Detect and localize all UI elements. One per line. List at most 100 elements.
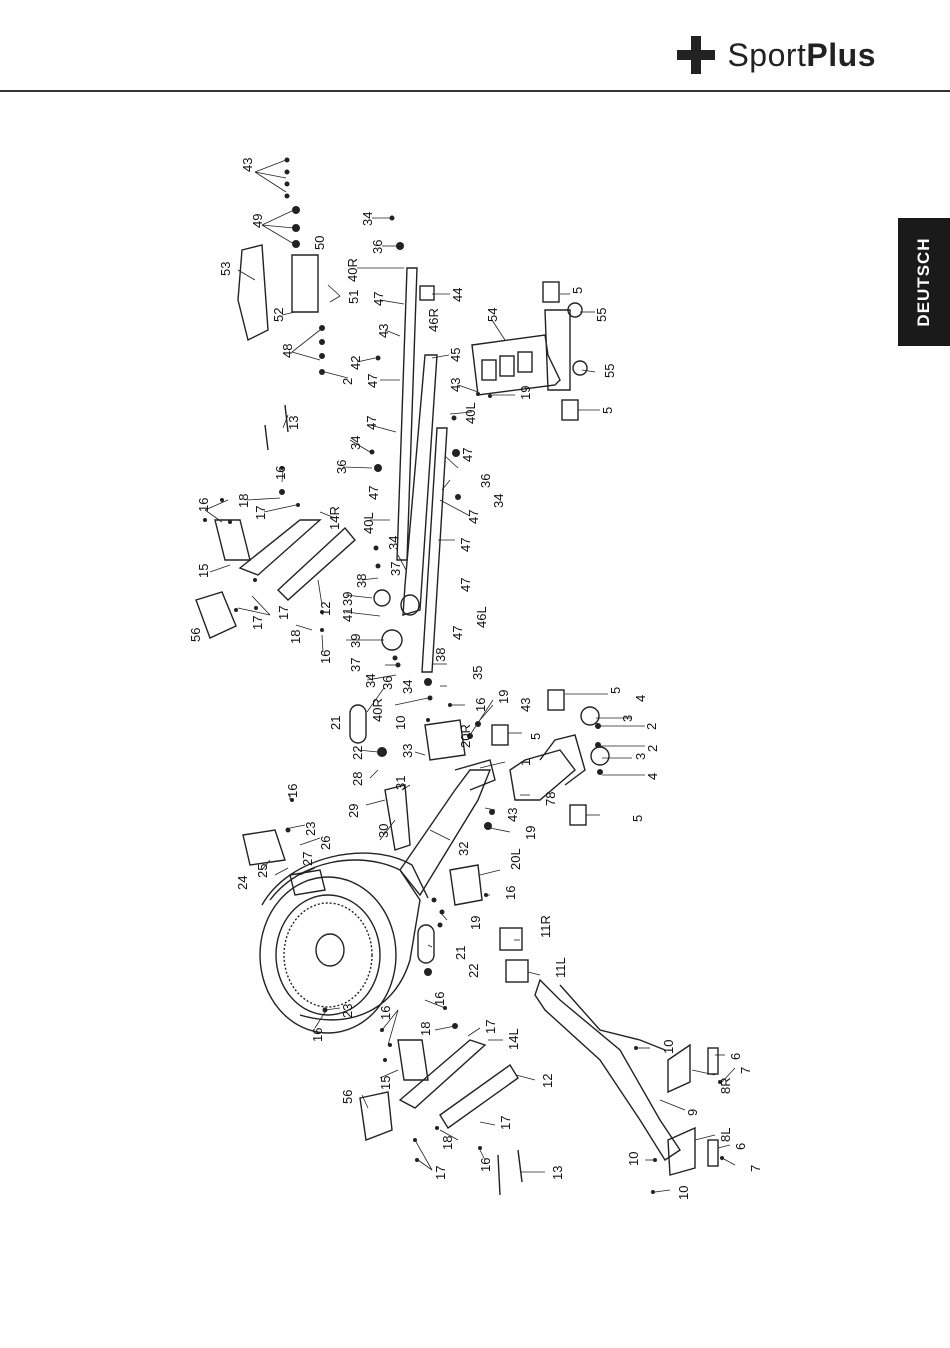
callout-label: 43: [505, 808, 520, 822]
callout-label: 40R: [345, 258, 360, 282]
callout-label: 32: [456, 842, 471, 856]
callout-label: 31: [393, 776, 408, 790]
callout-label: 47: [371, 292, 386, 306]
callout-label: 12: [318, 602, 333, 616]
callout-label: 55: [594, 308, 609, 322]
callout-label: 38: [433, 648, 448, 662]
callout-label: 37: [348, 658, 363, 672]
callout-label: 16: [310, 1028, 325, 1042]
handle-tubes-drawing: [264, 404, 529, 1196]
callout-label: 15: [378, 1076, 393, 1090]
callout-label: 8L: [718, 1128, 733, 1142]
callout-label: 18: [288, 630, 303, 644]
rear-post-drawing: [509, 734, 586, 801]
callout-label: 11R: [538, 915, 553, 938]
callout-label: 16: [318, 650, 333, 664]
callout-label: 13: [550, 1166, 565, 1180]
main-frame-drawing: [384, 759, 496, 897]
callout-label: 40L: [361, 512, 376, 534]
callout-label: 18: [236, 494, 251, 508]
callout-label: 16: [273, 466, 288, 480]
sportplus-logo: SportPlus: [675, 34, 876, 76]
brand-cross-icon: [675, 34, 717, 76]
callout-label: 2: [644, 723, 659, 730]
front-feet-drawing: [667, 1043, 719, 1176]
callout-label: 2: [645, 745, 660, 752]
callout-label: 42: [348, 356, 363, 370]
callout-label: 37: [388, 562, 403, 576]
callout-label: 78: [543, 792, 558, 806]
callout-label: 36: [334, 460, 349, 474]
callout-label: 29: [346, 804, 361, 818]
brand-prefix: Sport: [727, 36, 807, 73]
callout-label: 5: [570, 287, 585, 294]
callout-label: 43: [518, 698, 533, 712]
callout-label: 17: [483, 1020, 498, 1034]
callout-label: 15: [196, 564, 211, 578]
header-rule: [0, 90, 950, 92]
callout-label: 14R: [327, 506, 342, 530]
callout-label: 6: [733, 1143, 748, 1150]
callout-label: 55: [602, 364, 617, 378]
callout-label: 10: [661, 1040, 676, 1054]
rail-46R-drawing: [396, 267, 418, 561]
callout-label: 35: [470, 666, 485, 680]
callout-label: 43: [240, 158, 255, 172]
callout-label: 23: [303, 822, 318, 836]
rail-45-drawing: [400, 354, 438, 616]
callout-label: 17: [253, 506, 268, 520]
callout-label: 10: [676, 1186, 691, 1200]
callout-labels: 43 49 50 34 36 40R 53 52 51 2 48 42 43 4…: [188, 158, 763, 1200]
callout-label: 21: [453, 946, 468, 960]
flywheel-drawing: [259, 852, 429, 1034]
pedal-left-drawing: [359, 1039, 519, 1141]
callout-label: 36: [370, 240, 385, 254]
callout-label: 16: [503, 886, 518, 900]
callout-label: 36: [478, 474, 493, 488]
callout-label: 49: [250, 214, 265, 228]
brand-name: SportPlus: [727, 37, 876, 74]
callout-label: 9: [685, 1109, 700, 1116]
callout-label: 46L: [474, 606, 489, 628]
callout-label: 13: [286, 416, 301, 430]
callout-label: 19: [496, 690, 511, 704]
callout-label: 16: [478, 1158, 493, 1172]
callout-label: 18: [418, 1022, 433, 1036]
callout-label: 53: [218, 262, 233, 276]
callout-label: 47: [458, 538, 473, 552]
callout-label: 34: [363, 674, 378, 688]
callout-label: 36: [380, 676, 395, 690]
fastener-dots: [203, 157, 724, 1194]
callout-label: 27: [300, 852, 315, 866]
front-stabilizer-drawing: [534, 978, 681, 1161]
callout-label: 17: [498, 1116, 513, 1130]
callout-label: 30: [376, 824, 391, 838]
console-drawing: [242, 829, 326, 896]
callout-label: 1: [518, 759, 533, 766]
callout-label: 38: [354, 574, 369, 588]
callout-label: 12: [540, 1074, 555, 1088]
callout-label: 44: [450, 288, 465, 302]
callout-label: 11L: [553, 957, 568, 978]
callout-label: 47: [458, 578, 473, 592]
callout-label: 16: [285, 784, 300, 798]
callout-label: 24: [235, 876, 250, 890]
callout-label: 16: [432, 992, 447, 1006]
callout-label: 17: [276, 606, 291, 620]
callout-label: 6: [728, 1053, 743, 1060]
callout-label: 16: [378, 1006, 393, 1020]
callout-label: 10: [626, 1152, 641, 1166]
callout-label: 34: [400, 680, 415, 694]
callout-label: 4: [633, 695, 648, 702]
callout-label: 40L: [463, 402, 478, 424]
page-header: SportPlus: [0, 0, 950, 92]
callout-label: 47: [466, 510, 481, 524]
callout-label: 17: [433, 1166, 448, 1180]
callout-label: 46R: [426, 308, 441, 332]
callout-label: 25: [255, 864, 270, 878]
callout-label: 19: [518, 386, 533, 400]
callout-label: 10: [393, 716, 408, 730]
callout-label: 5: [600, 407, 615, 414]
callout-label: 5: [630, 815, 645, 822]
callout-label: 3: [633, 753, 648, 760]
